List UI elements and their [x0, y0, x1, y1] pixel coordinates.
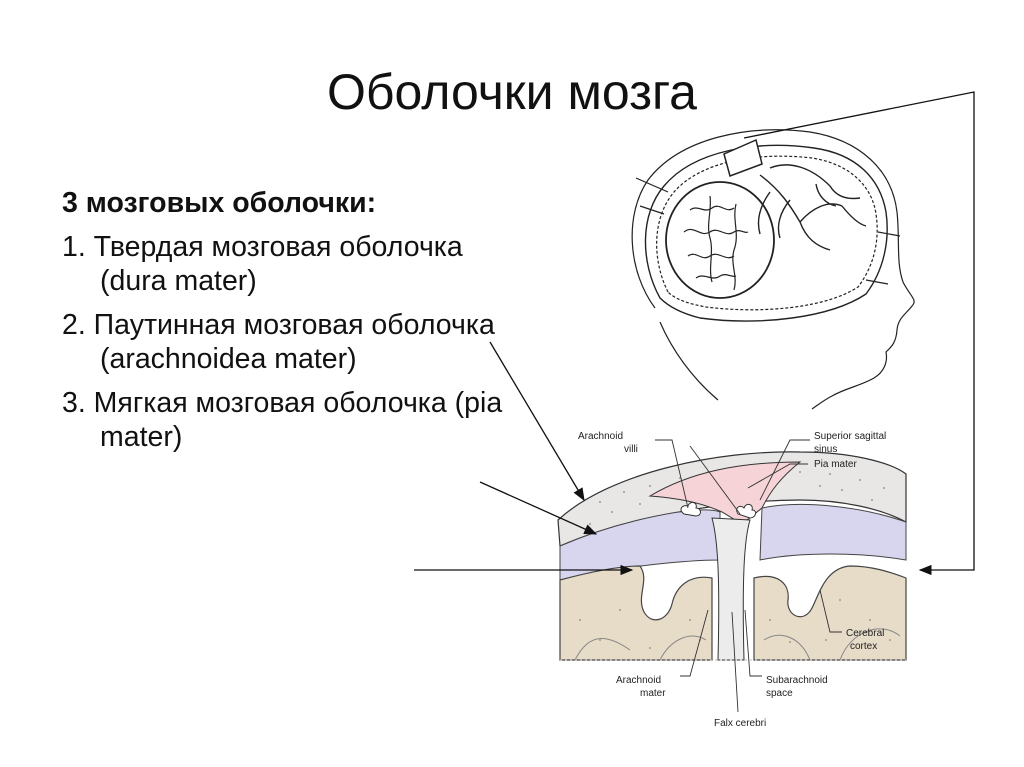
- cross-section: [557, 451, 907, 661]
- arrow-dura: [489, 341, 585, 502]
- arachnoid-villi-left: [680, 501, 701, 517]
- slide-title: Оболочки мозга: [327, 64, 697, 120]
- cortex-texture: [579, 599, 891, 649]
- scalp-inner: [656, 155, 878, 311]
- label-leaders: [655, 439, 842, 713]
- subarachnoid-space-right: [759, 503, 907, 561]
- pointer-arrows: [414, 91, 975, 576]
- cortex-right: [753, 565, 907, 661]
- cortex-left: [559, 565, 713, 661]
- falx-cerebri: [711, 517, 751, 661]
- label-cerebral-cortex-line2: cortex: [850, 641, 877, 652]
- meninges-item-dura: 1. Твердая мозговая оболочка (dura mater…: [62, 231, 463, 297]
- label-arachnoid-villi-line2: villi: [624, 444, 638, 455]
- label-arachnoid-mater-line2: mater: [640, 688, 666, 699]
- meninges-item-pia: 3. Мягкая мозговая оболочка (pia mater): [62, 387, 503, 453]
- arrow-arachnoid: [479, 481, 598, 535]
- label-superior-sagittal-line2: sinus: [814, 444, 837, 455]
- arrow-head-link: [743, 91, 975, 576]
- diagram-labels: Arachnoid villi Superior sagittal sinus …: [578, 431, 886, 729]
- label-arachnoid-villi-line1: Arachnoid: [578, 431, 623, 442]
- arachnoid-villi-right: [736, 503, 757, 519]
- sinus-box: [723, 138, 763, 177]
- head-illustration: [631, 129, 915, 410]
- head-outline: [631, 129, 915, 410]
- label-superior-sagittal-line1: Superior sagittal: [814, 431, 886, 442]
- brain-gyri: [683, 195, 749, 291]
- label-falx-cerebri: Falx cerebri: [714, 718, 766, 729]
- meninges-text: 3 мозговых оболочки: 1. Твердая мозговая…: [62, 186, 512, 464]
- vessel-tree: [757, 164, 867, 251]
- label-cerebral-cortex-line1: Cerebral: [846, 628, 884, 639]
- meninges-heading: 3 мозговых оболочки:: [62, 187, 377, 219]
- neck-line: [659, 321, 719, 401]
- label-arachnoid-mater-line1: Arachnoid: [616, 675, 661, 686]
- label-subarachnoid-line2: space: [766, 688, 793, 699]
- meninges-item-arachnoid: 2. Паутинная мозговая оболочка (arachnoi…: [62, 309, 495, 375]
- scalp-outer: [644, 144, 888, 322]
- label-subarachnoid-line1: Subarachnoid: [766, 675, 828, 686]
- label-pia-mater: Pia mater: [814, 459, 857, 470]
- brain-outline: [665, 181, 775, 299]
